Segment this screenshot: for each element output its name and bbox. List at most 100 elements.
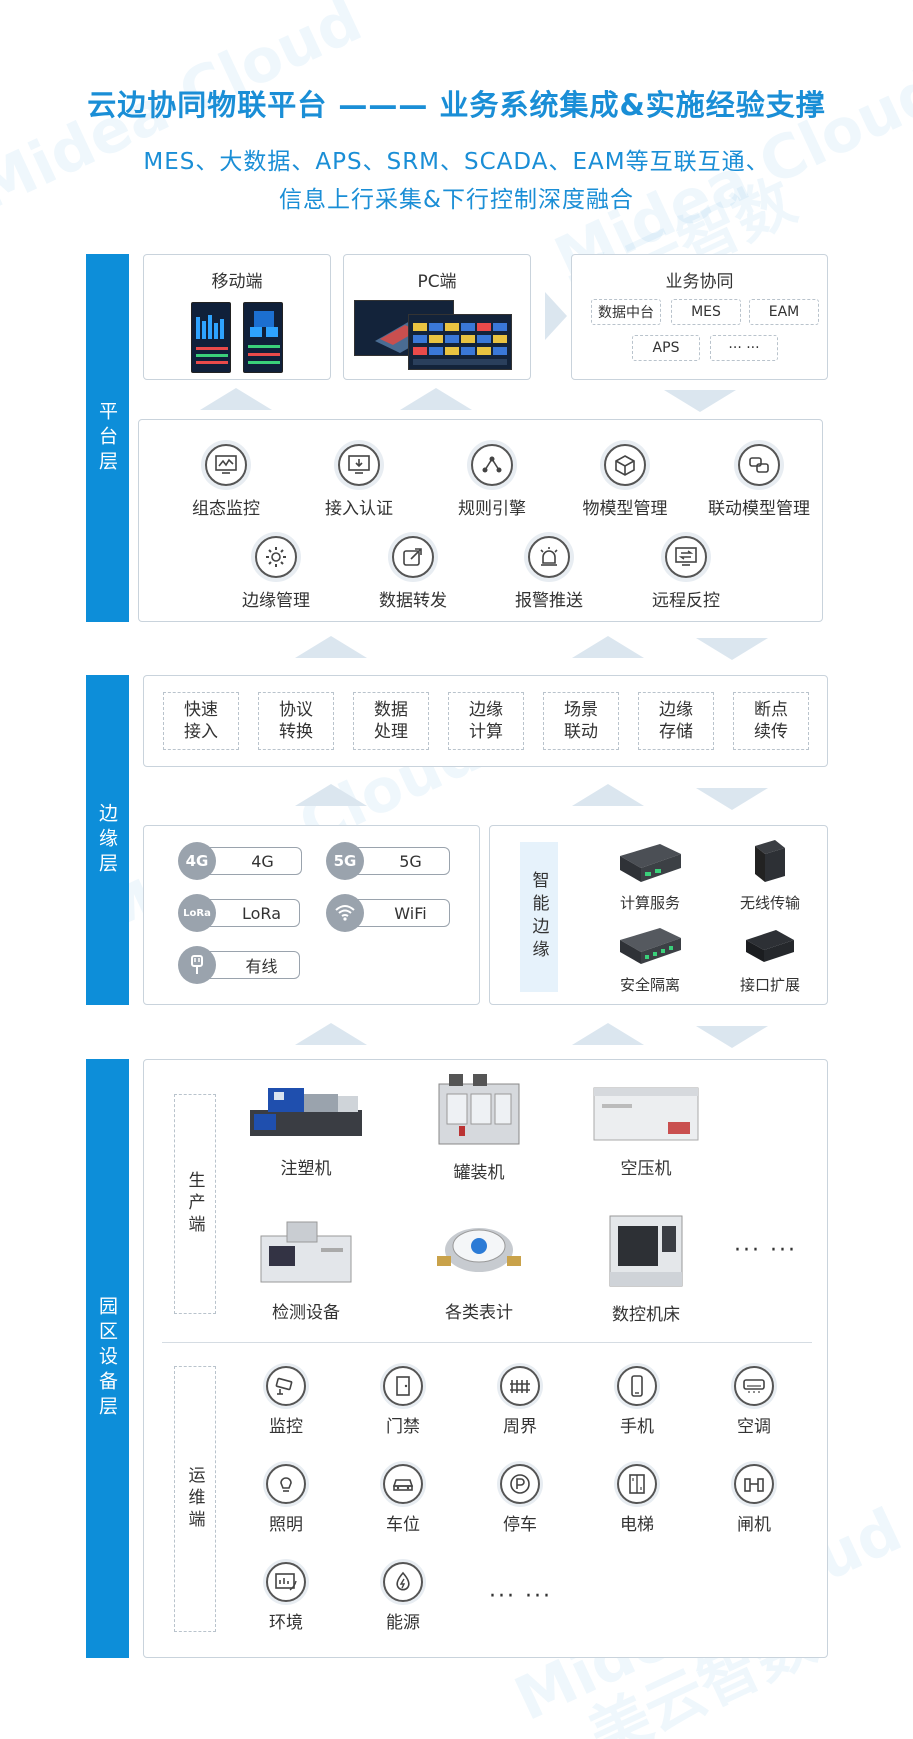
arrow-up-icon (295, 784, 367, 806)
edge-device-label: 计算服务 (619, 894, 680, 912)
interface-module-icon (746, 930, 794, 962)
edge-capability: 边缘 存储 (638, 692, 714, 750)
ops-label: 闸机 (737, 1515, 771, 1535)
production-label: 生产端 (184, 1171, 205, 1237)
smart-edge-label: 智能边缘 (528, 871, 549, 963)
func-data-forward: 数据转发 (353, 536, 473, 611)
arrow-up-icon (295, 1023, 367, 1045)
ops-item: 能源 (358, 1562, 448, 1633)
car-icon (383, 1464, 423, 1504)
4g-icon: 4G (178, 842, 216, 880)
5g-icon: 5G (326, 842, 364, 880)
subtitle-line-2: 信息上行采集&下行控制深度融合 (279, 187, 634, 213)
device-label: 各类表计 (445, 1303, 513, 1323)
arrow-up-icon (295, 636, 367, 658)
func-label: 规则引擎 (458, 499, 526, 519)
rule-engine-icon (471, 444, 513, 486)
filling-machine-icon (438, 1074, 520, 1145)
edge-capability: 协议 转换 (258, 692, 334, 750)
ops-label: 停车 (503, 1515, 537, 1535)
arrow-down-icon (696, 1026, 768, 1048)
func-label: 接入认证 (325, 499, 393, 519)
smart-edge-box: 智能边缘 计算服务 无线传输 安全隔离 接口扩展 (489, 825, 828, 1005)
operations-label-box: 运维端 (174, 1366, 216, 1632)
device-layer-box: 生产端 注塑机 罐装机 空压机 检测设备 各类表计 数控机床 ··· ··· 运… (143, 1059, 828, 1658)
business-collab-box: 业务协同 数据中台 MES EAM APS ··· ··· (571, 254, 828, 380)
business-tag: ··· ··· (710, 335, 778, 361)
network-lora: LoRa LoRa (178, 894, 300, 932)
compute-gateway-icon (620, 844, 681, 882)
ops-label: 周界 (503, 1417, 537, 1437)
air-conditioner-icon (734, 1366, 774, 1406)
air-compressor-icon (593, 1087, 699, 1141)
func-thing-model: 物模型管理 (565, 444, 685, 519)
platform-layer-label: 平台层 (96, 400, 118, 476)
injection-molding-machine-icon (250, 1088, 362, 1136)
remote-control-icon (665, 536, 707, 578)
ops-label: 车位 (386, 1515, 420, 1535)
arrow-down-icon (664, 390, 736, 412)
arrow-right-icon (545, 292, 567, 340)
page-title: 云边协同物联平台 ——— 业务系统集成&实施经验支撑 (87, 88, 826, 122)
device-layer-bar: 园区设备层 (86, 1059, 129, 1658)
edge-device-wireless: 无线传输 (710, 836, 830, 913)
alarm-icon (528, 536, 570, 578)
business-collab-title: 业务协同 (665, 272, 734, 292)
network-label: WiFi (350, 899, 450, 927)
arrow-down-icon (696, 638, 768, 660)
lora-icon: LoRa (178, 894, 216, 932)
pc-title: PC端 (417, 272, 457, 292)
edge-capabilities-box: 快速 接入 协议 转换 数据 处理 边缘 计算 场景 联动 边缘 存储 断点 续… (143, 675, 828, 767)
network-wired: 有线 (178, 946, 300, 984)
arrow-down-icon (696, 788, 768, 810)
func-label: 联动模型管理 (708, 499, 810, 519)
ops-item: 照明 (241, 1464, 331, 1535)
edge-capability: 边缘 计算 (448, 692, 524, 750)
func-label: 组态监控 (192, 499, 260, 519)
func-config-monitor: 组态监控 (166, 444, 286, 519)
device-label: 注塑机 (280, 1159, 332, 1179)
device-air-compressor: 空压机 (576, 1082, 716, 1179)
mobile-screenshot (191, 302, 231, 373)
cube-icon (604, 444, 646, 486)
mobile-title: 移动端 (211, 272, 263, 292)
edge-gear-icon (255, 536, 297, 578)
water-meter-icon (437, 1228, 521, 1272)
access-auth-icon (338, 444, 380, 486)
fence-icon (500, 1366, 540, 1406)
device-layer-label: 园区设备层 (96, 1296, 118, 1421)
arrow-up-icon (572, 636, 644, 658)
network-label: LoRa (202, 899, 300, 927)
func-label: 边缘管理 (242, 591, 310, 611)
arrow-up-icon (400, 388, 472, 410)
platform-layer-bar: 平台层 (86, 254, 129, 622)
ops-item: 环境 (241, 1562, 331, 1633)
edge-layer-label: 边缘层 (96, 802, 118, 878)
business-tag: MES (671, 299, 741, 325)
ops-label: 照明 (269, 1515, 303, 1535)
device-inspection: 检测设备 (236, 1216, 376, 1323)
network-label: 5G (350, 847, 450, 875)
edge-device-label: 接口扩展 (739, 976, 800, 994)
ops-label: 环境 (269, 1613, 303, 1633)
mobile-screenshot (243, 302, 283, 373)
mobile-box: 移动端 (143, 254, 331, 380)
operations-more: ··· ··· (489, 1584, 552, 1609)
isolation-gateway-icon (620, 928, 681, 964)
func-label: 报警推送 (515, 591, 583, 611)
share-icon (392, 536, 434, 578)
inspection-equipment-icon (260, 1221, 352, 1283)
plug-icon (178, 946, 216, 984)
operations-label: 运维端 (184, 1466, 205, 1532)
production-label-box: 生产端 (174, 1094, 216, 1314)
edge-capability: 数据 处理 (353, 692, 429, 750)
device-cnc: 数控机床 (576, 1210, 716, 1325)
ops-item: 手机 (592, 1366, 682, 1437)
energy-icon (383, 1562, 423, 1602)
network-5g: 5G 5G (326, 842, 450, 880)
device-label: 数控机床 (612, 1305, 680, 1325)
wifi-icon (326, 894, 364, 932)
func-access-auth: 接入认证 (299, 444, 419, 519)
pc-screenshot (344, 292, 530, 372)
arrow-up-icon (572, 1023, 644, 1045)
